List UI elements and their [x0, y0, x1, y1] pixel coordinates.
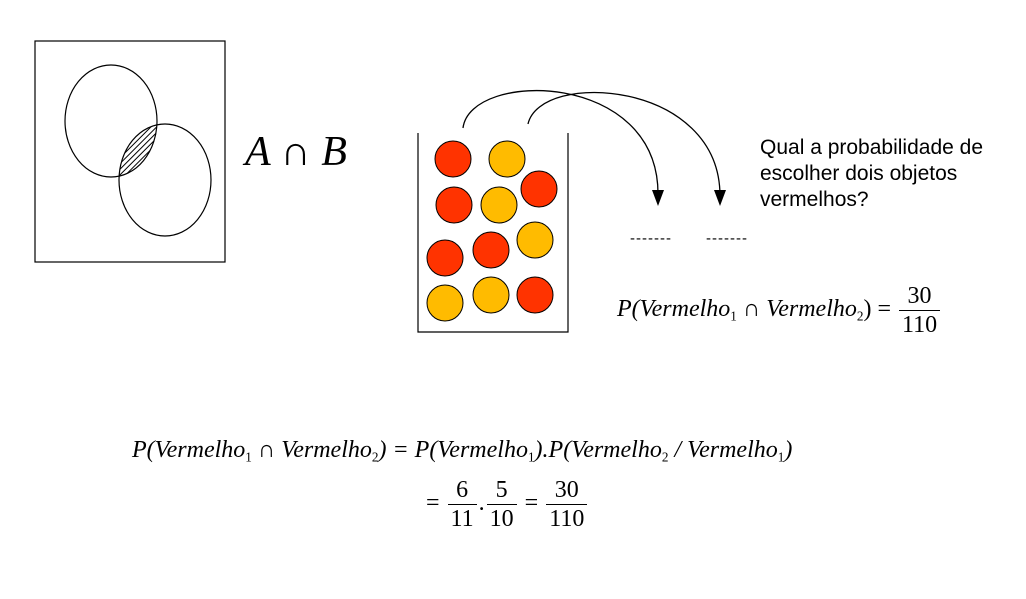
- arrowhead-first: [652, 190, 664, 206]
- formula-top-sub2: 2: [856, 308, 864, 324]
- ball-yellow: [426, 284, 464, 322]
- fb1-s3: 1: [527, 449, 535, 465]
- venn-set-a: [64, 64, 158, 178]
- formula-top-denominator: 110: [902, 312, 938, 338]
- formula-top: P(Vermelho1 ∩ Vermelho2) = 30 110: [617, 284, 942, 337]
- jar-outline: [417, 133, 569, 333]
- fb1-a: P(Vermelho: [132, 437, 246, 463]
- fb2-dot: .: [478, 490, 485, 517]
- ball-yellow: [480, 186, 518, 224]
- ball-yellow: [488, 140, 526, 178]
- ball-yellow: [472, 276, 510, 314]
- ball-red: [472, 231, 510, 269]
- formula-bottom-line2: = 6 11 . 5 10 = 30 110: [426, 478, 589, 531]
- fb1-s5: 1: [777, 449, 785, 465]
- venn-diagram: [34, 40, 226, 263]
- fb1-b: ∩ Vermelho: [251, 437, 372, 463]
- fb2-fraction-3: 30 110: [546, 478, 588, 532]
- arrows: [462, 89, 726, 206]
- fb1-s2: 2: [371, 449, 379, 465]
- ball-red: [520, 170, 558, 208]
- formula-top-fraction: 30 110: [899, 284, 941, 338]
- slot-second: -------: [706, 230, 748, 247]
- formula-top-sub1: 1: [730, 308, 737, 324]
- fb2-f1-den: 11: [450, 506, 474, 532]
- venn-set-b: [118, 123, 212, 237]
- formula-top-cap: ∩ Vermelho: [736, 296, 857, 323]
- venn-frame: [34, 40, 226, 263]
- jar: [417, 133, 569, 333]
- question-text: Qual a probabilidade de escolher dois ob…: [760, 136, 984, 211]
- formula-top-close: ) =: [863, 296, 891, 323]
- intersection-label: A ∩ B: [245, 129, 347, 175]
- fb2-fraction-2: 5 10: [486, 478, 517, 532]
- fb2-eq2: =: [524, 490, 539, 517]
- formula-top-numerator: 30: [899, 284, 941, 311]
- ball-red: [426, 239, 464, 277]
- fb1-d: ).P(Vermelho: [534, 437, 662, 463]
- fb1-s1: 1: [245, 449, 252, 465]
- arrow-first-draw: [462, 89, 659, 197]
- ball-red: [434, 140, 472, 178]
- ball-red: [516, 276, 554, 314]
- slot-first: -------: [630, 230, 672, 247]
- venn-intersection-region: [119, 124, 157, 177]
- jar-balls: [426, 140, 558, 322]
- fb2-f2-den: 10: [489, 506, 514, 532]
- fb2-f1-num: 6: [447, 478, 477, 505]
- fb1-s4: 2: [661, 449, 669, 465]
- arrowhead-second: [714, 190, 726, 206]
- fb2-f3-den: 110: [549, 506, 585, 532]
- fb2-f3-num: 30: [546, 478, 588, 505]
- fb1-c: ) = P(Vermelho: [378, 437, 528, 463]
- fb1-f: ): [784, 437, 793, 463]
- formula-top-lhs: P(Vermelho: [617, 296, 731, 323]
- ball-red: [435, 186, 473, 224]
- fb2-f2-num: 5: [486, 478, 517, 505]
- fb1-e: / Vermelho: [668, 437, 778, 463]
- ball-yellow: [516, 221, 554, 259]
- arrow-second-draw: [527, 91, 721, 197]
- formula-bottom-line1: P(Vermelho1 ∩ Vermelho2) = P(Vermelho1).…: [132, 437, 792, 466]
- fb2-eq1: =: [426, 490, 440, 517]
- fb2-fraction-1: 6 11: [447, 478, 477, 532]
